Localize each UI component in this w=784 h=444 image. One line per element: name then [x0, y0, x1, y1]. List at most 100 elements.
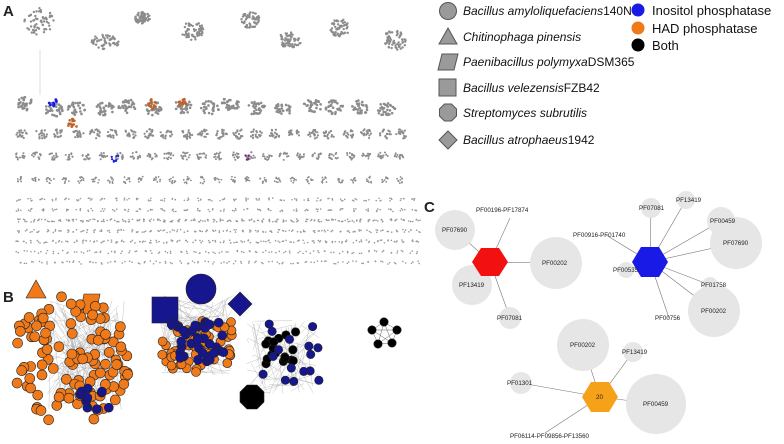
network-node	[88, 249, 91, 252]
network-node	[382, 106, 386, 110]
network-node	[26, 250, 28, 252]
network-node	[81, 221, 84, 223]
network-node	[403, 38, 406, 41]
network-node	[245, 177, 247, 179]
protein-node	[306, 349, 316, 359]
network-node	[331, 198, 334, 200]
small-cluster	[100, 262, 103, 265]
network-node	[192, 219, 195, 222]
network-node	[67, 251, 69, 253]
network-node	[172, 208, 174, 210]
network-node	[73, 251, 76, 253]
node-cluster	[16, 175, 23, 183]
pfam-node-label: PF00916-PF01740	[573, 232, 626, 239]
network-node	[299, 250, 301, 253]
network-node	[317, 220, 320, 222]
network-node	[411, 209, 414, 211]
network-node	[214, 229, 217, 232]
network-node	[201, 130, 204, 133]
network-node	[229, 241, 232, 244]
network-node	[332, 22, 336, 25]
network-node	[200, 176, 203, 179]
small-cluster	[93, 228, 96, 234]
protein-node	[65, 298, 77, 310]
network-node	[82, 179, 85, 182]
panel-letter-b: B	[3, 289, 14, 306]
network-node	[316, 134, 320, 137]
network-node	[24, 230, 27, 232]
small-cluster	[137, 262, 141, 265]
network-node	[246, 26, 249, 29]
network-node	[284, 39, 287, 42]
orange-hub-node	[582, 382, 618, 412]
network-node	[52, 210, 55, 212]
network-node	[367, 208, 369, 210]
network-node	[394, 219, 397, 222]
species-name: Chitinophaga pinensis	[463, 30, 581, 44]
small-cluster	[372, 219, 379, 222]
network-node	[390, 208, 393, 211]
network-node	[101, 35, 105, 38]
small-cluster	[115, 197, 118, 202]
small-cluster	[199, 229, 204, 233]
network-node	[227, 251, 229, 253]
network-node	[252, 102, 256, 106]
network-node	[381, 178, 383, 181]
legend-item-circle: Bacillus amyloliquefaciens140N	[439, 2, 632, 20]
network-node	[82, 177, 85, 180]
network-node	[45, 178, 48, 181]
small-cluster	[254, 229, 260, 233]
network-node	[21, 154, 24, 157]
network-node	[263, 155, 266, 158]
network-node	[336, 23, 340, 26]
network-node	[32, 220, 35, 223]
network-node	[292, 241, 295, 244]
small-cluster	[160, 208, 166, 212]
network-node	[400, 32, 403, 36]
network-node	[390, 239, 393, 242]
network-node	[30, 221, 32, 223]
network-blue: PF07081 PF13419 PF00459 PF00916-PF01740 …	[573, 191, 762, 337]
network-node	[199, 229, 201, 232]
network-node	[398, 36, 401, 39]
network-node	[249, 24, 252, 28]
network-node	[353, 106, 357, 109]
small-cluster	[85, 218, 91, 222]
network-node	[41, 131, 44, 135]
small-cluster	[142, 218, 145, 223]
network-node	[148, 200, 150, 202]
network-node	[186, 176, 189, 178]
node-cluster	[378, 128, 392, 140]
small-cluster	[415, 229, 421, 234]
network-node	[347, 133, 350, 136]
network-node	[350, 136, 354, 139]
network-node	[348, 151, 351, 154]
network-node	[27, 197, 29, 200]
network-node	[396, 252, 398, 254]
network-node	[158, 240, 160, 243]
small-cluster	[231, 207, 237, 212]
network-node	[61, 261, 63, 263]
network-node	[297, 131, 300, 134]
network-node	[268, 251, 270, 254]
network-node	[334, 262, 337, 265]
network-node	[351, 199, 354, 202]
network-node	[377, 153, 380, 156]
network-node	[418, 262, 420, 265]
pfam-node-label: PF13419	[676, 197, 702, 204]
small-cluster	[219, 197, 226, 202]
protein-node	[197, 348, 208, 358]
network-node	[18, 230, 21, 232]
network-node	[30, 241, 32, 244]
small-cluster	[415, 251, 419, 255]
network-node	[100, 152, 103, 155]
network-node	[246, 175, 248, 178]
protein-node	[204, 319, 215, 330]
node-cluster	[66, 101, 87, 117]
network-node	[65, 197, 68, 200]
network-node	[218, 158, 221, 161]
network-node	[315, 106, 318, 110]
protein-node	[16, 365, 27, 376]
network-node	[314, 98, 318, 102]
small-cluster	[171, 208, 177, 213]
